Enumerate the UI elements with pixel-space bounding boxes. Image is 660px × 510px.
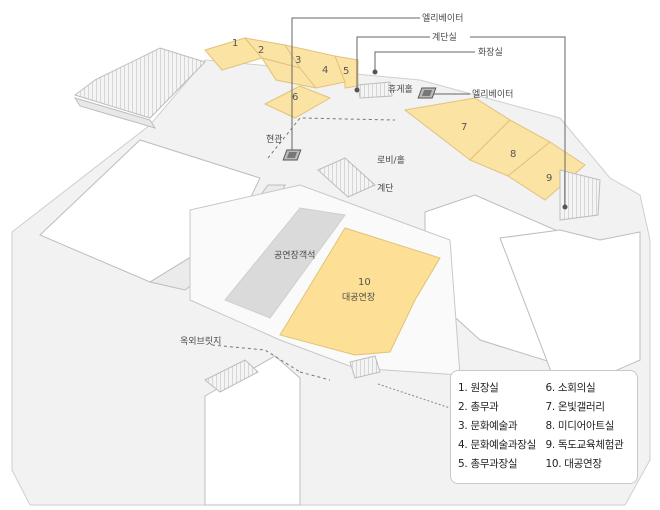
hall-number: 10 <box>358 277 371 288</box>
legend-item: 9. 독도교육체험관 <box>545 439 624 451</box>
dashed-path-mid <box>299 371 331 381</box>
restroom-leader <box>374 51 475 70</box>
room-7-number: 7 <box>461 122 467 133</box>
right-stair-tower <box>559 169 601 221</box>
lobby-hall-label: 로비/홀 <box>377 154 405 166</box>
hall-name: 대공연장 <box>342 292 375 303</box>
seating-area <box>224 207 346 319</box>
legend-item: 3. 문화예술과 <box>458 420 518 432</box>
legend-item: 7. 온빛갤러리 <box>545 401 605 413</box>
seating-label: 공연장객석 <box>274 250 315 261</box>
restroom-marker <box>372 69 378 75</box>
right-stairs-marker <box>562 204 568 210</box>
legend-item: 5. 총무과장실 <box>458 458 518 470</box>
bridge-stairs <box>204 359 259 393</box>
right-stairs-leader <box>470 36 566 207</box>
room-9-number: 9 <box>546 173 552 184</box>
lower-left-room <box>204 355 301 506</box>
room-4 <box>283 44 346 89</box>
room-9 <box>507 141 586 201</box>
elevator-top-leader <box>291 17 420 150</box>
legend-item: 2. 총무과 <box>458 401 499 413</box>
room-6-number: 6 <box>292 92 298 103</box>
room-2-number: 2 <box>258 45 264 56</box>
restroom-label: 화장실 <box>478 47 503 58</box>
legend-column-1: 1. 원장실 2. 총무과 3. 문화예술과 4. 문화예술과장실 5. 총무과… <box>458 379 545 474</box>
elevator-icon-entrance <box>282 149 302 161</box>
dashed-path-top <box>267 117 396 159</box>
room-5 <box>334 55 359 89</box>
elevator-right-label: 엘리베이터 <box>472 89 513 100</box>
dashed-path-left <box>211 344 301 373</box>
stairs-top-label: 계단실 <box>432 31 457 43</box>
room-10-hall <box>279 227 441 356</box>
stairs-top-marker <box>354 87 360 93</box>
outdoor-bridge-label: 옥외브릿지 <box>180 335 221 347</box>
room-4-number: 4 <box>322 65 328 76</box>
legend-box: 1. 원장실 2. 총무과 3. 문화예술과 4. 문화예술과장실 5. 총무과… <box>450 370 638 484</box>
elevator-icon-right <box>417 87 437 99</box>
room-8-number: 8 <box>510 149 516 160</box>
legend-leader <box>377 383 451 409</box>
legend-column-2: 6. 소회의실 7. 온빛갤러리 8. 미디어아트실 9. 독도교육체험관 10… <box>545 379 631 474</box>
top-corridor-stairs <box>357 81 393 99</box>
legend-item: 6. 소회의실 <box>545 382 596 394</box>
room-1-number: 1 <box>232 38 238 49</box>
room-5-number: 5 <box>343 66 349 77</box>
left-wing <box>73 47 206 119</box>
left-stair-block <box>73 97 157 129</box>
legend-item: 10. 대공연장 <box>545 458 602 470</box>
legend-item: 4. 문화예술과장실 <box>458 439 536 451</box>
center-stairs-label: 계단 <box>377 182 394 194</box>
room-6 <box>263 85 332 119</box>
hall-stage-steps <box>349 355 381 379</box>
entrance-label: 현관 <box>266 134 283 145</box>
legend-item: 1. 원장실 <box>458 382 499 394</box>
lounge-label: 휴게홀 <box>388 83 413 95</box>
elevator-top-label: 엘리베이터 <box>422 13 463 24</box>
stairs-top-leader <box>356 36 430 90</box>
center-stairs <box>317 157 376 198</box>
legend-item: 8. 미디어아트실 <box>545 420 615 432</box>
room-3-number: 3 <box>295 55 301 66</box>
